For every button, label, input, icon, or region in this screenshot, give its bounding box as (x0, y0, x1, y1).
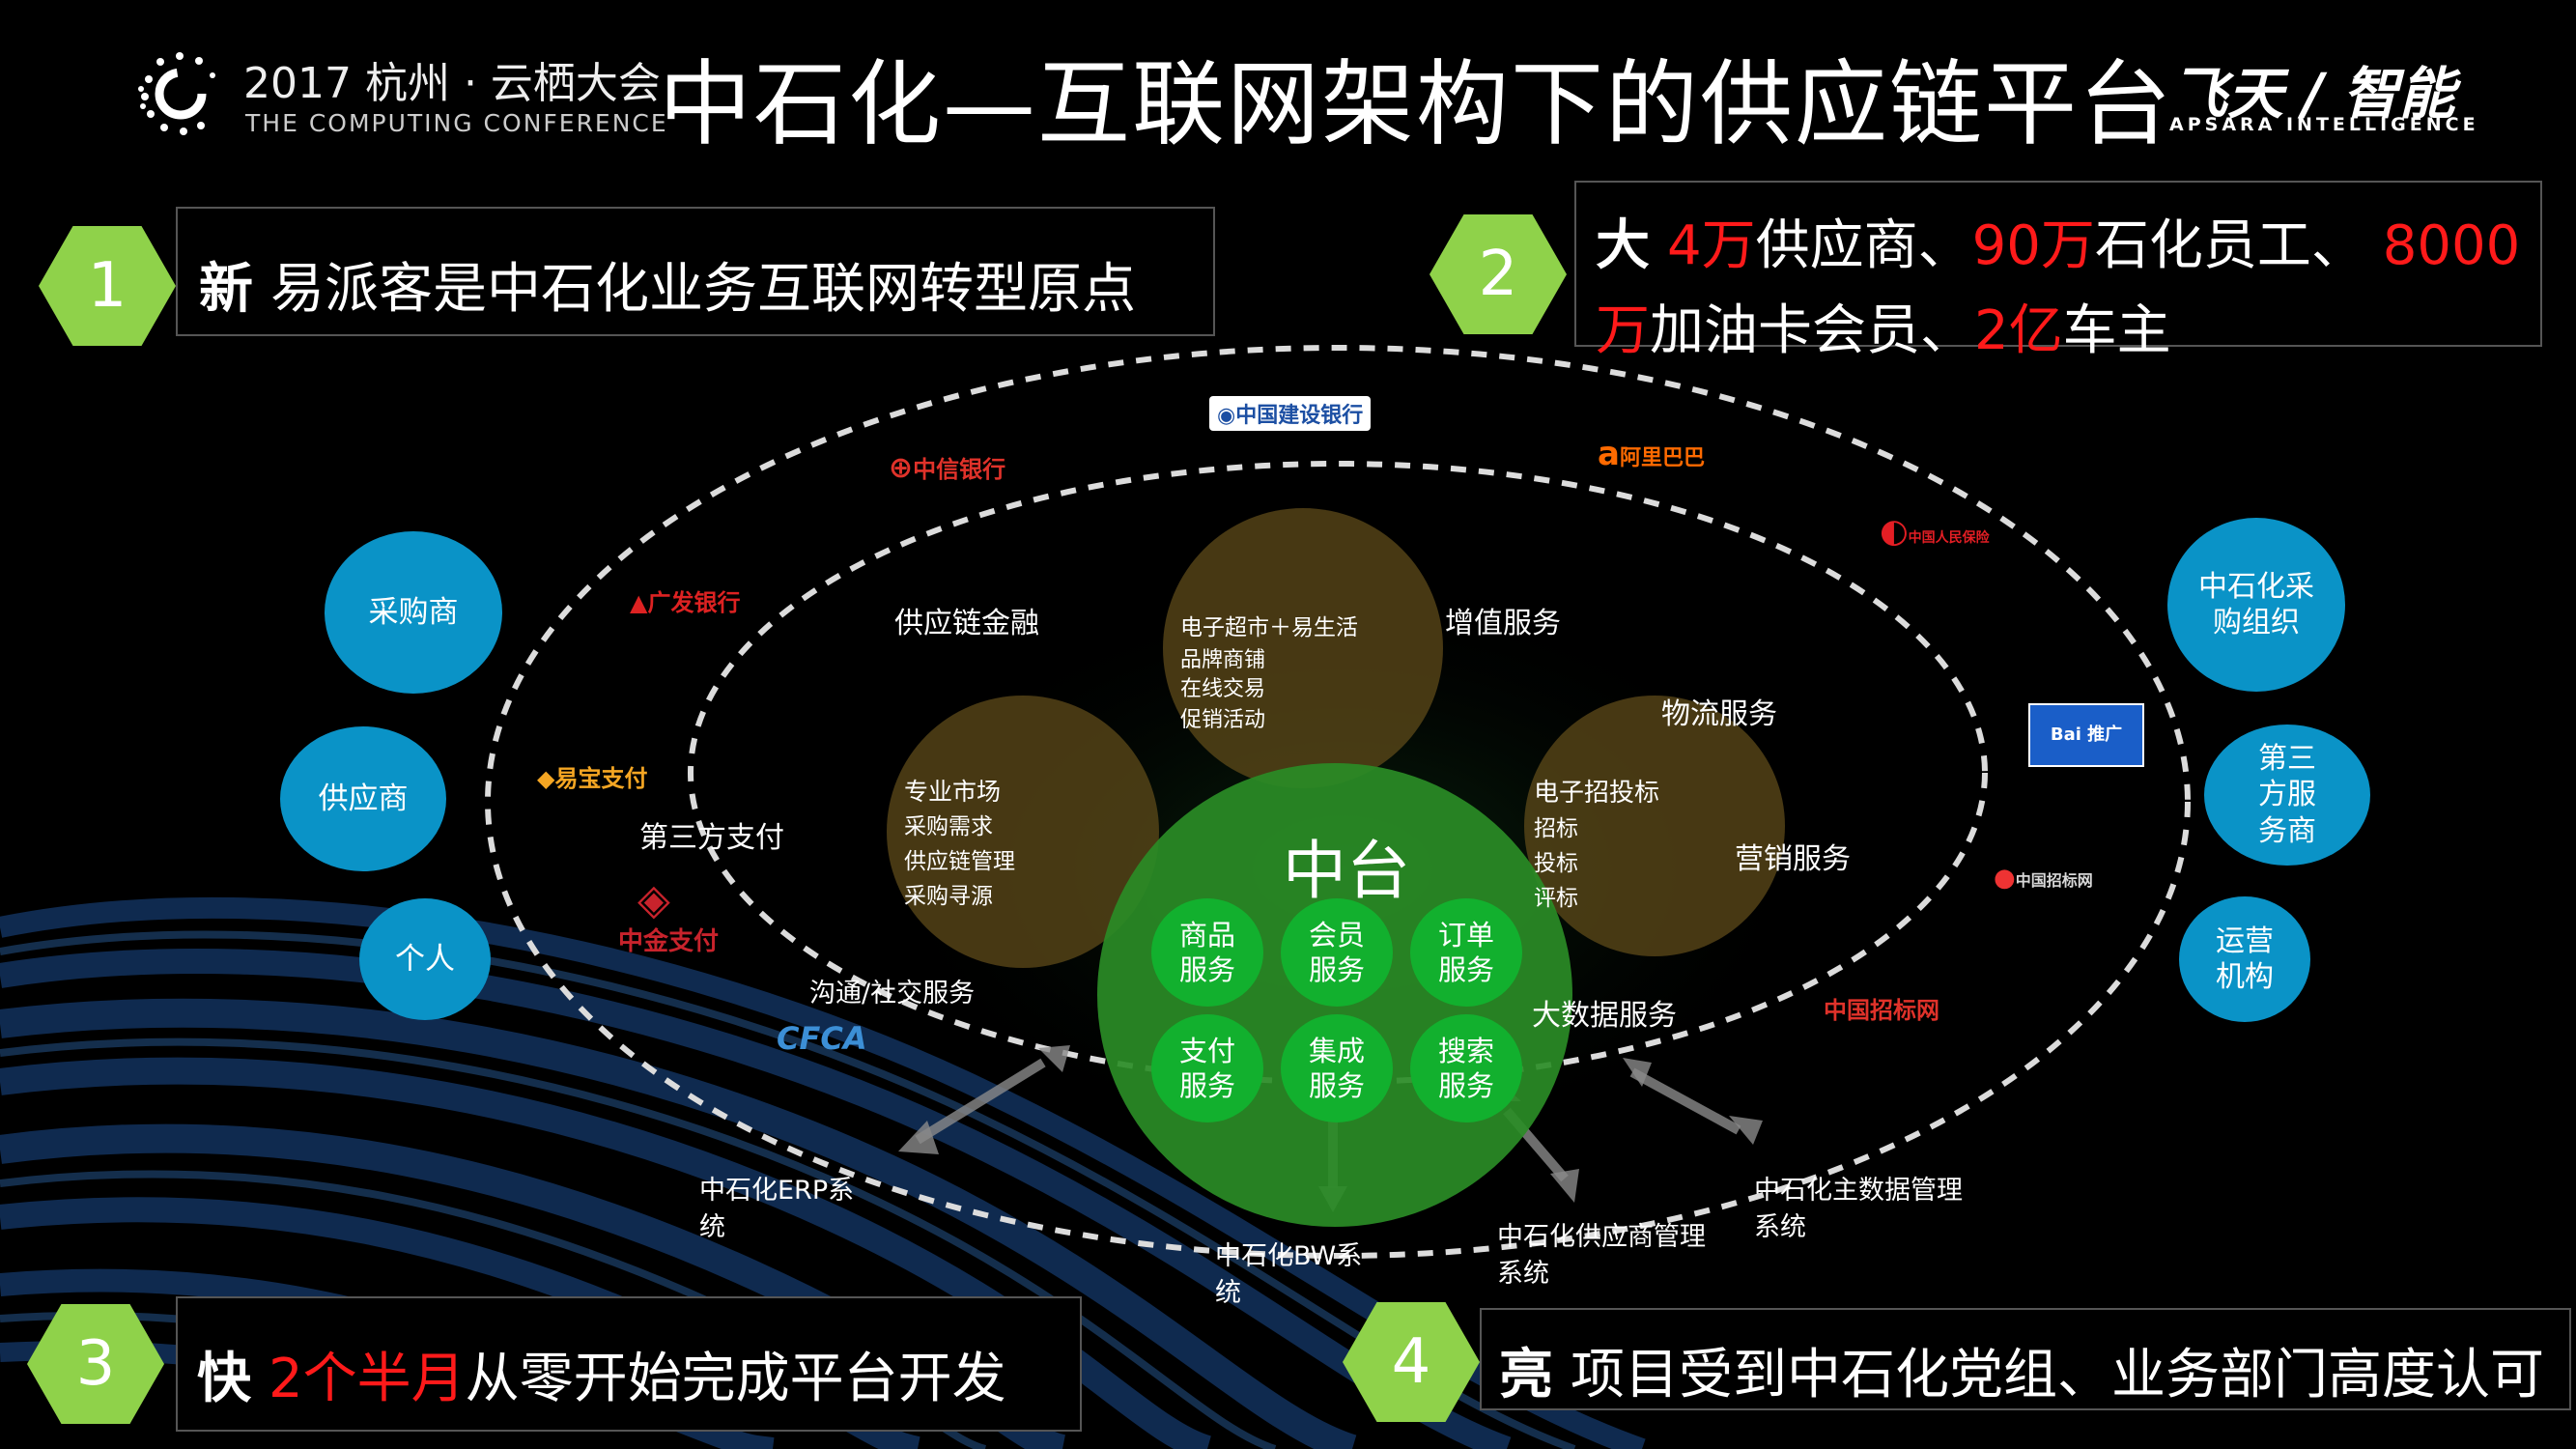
sinopec-bw-system: 中石化BW系统 (1215, 1241, 1363, 1308)
e-bidding-item-1: 招标 (1534, 816, 1578, 841)
sinopec-erp-system: 中石化ERP系统 (699, 1176, 855, 1242)
point-1-box: 新易派客是中石化业务互联网转型原点 (176, 207, 1215, 336)
participant-individual: 个人 (359, 898, 491, 1020)
point-2-members-count: 8000 (2382, 214, 2521, 277)
page-title: 中石化—互联网架构下的供应链平台 (659, 50, 2173, 158)
sinopec-master-data-system: 中石化主数据管理系统 (1754, 1176, 1963, 1242)
member-service: 会员服务 (1281, 898, 1393, 1007)
communication-service-label: 沟通/社交服务 (809, 979, 976, 1009)
point-1-key: 新 (199, 258, 253, 321)
payment-service: 支付服务 (1151, 1014, 1263, 1122)
point-4-text: 项目受到中石化党组、业务部门高度认可 (1571, 1344, 2544, 1406)
ecommerce-item-1: 品牌商铺 (1180, 648, 1266, 672)
participant-operator: 运营机构 (2179, 896, 2310, 1022)
point-1-text: 易派客是中石化业务互联网转型原点 (270, 258, 1136, 321)
specialty-market-item-1: 采购需求 (904, 814, 993, 839)
point-3-box: 快 2个半月从零开始完成平台开发 (176, 1296, 1082, 1432)
yeepay-logo: ◆易宝支付 (537, 765, 648, 792)
point-2-employees-label: 石化员工、 (2094, 214, 2383, 277)
brand-logo-subtitle: APSARA INTELLIGENCE (2169, 114, 2479, 135)
citic-bank-logo: ⊕中信银行 (889, 451, 1006, 485)
point-2-employees-count: 90万 (1971, 214, 2095, 277)
search-service: 搜索服务 (1410, 1014, 1522, 1122)
point-2-members-unit: 万 (1596, 298, 1650, 362)
specialty-market-title: 专业市场 (904, 778, 1002, 806)
point-2-box: 大 4万供应商、90万石化员工、 8000 万加油卡会员、2亿车主 (1574, 181, 2542, 362)
specialty-market-item-3: 采购寻源 (904, 884, 993, 909)
point-4-box: 亮项目受到中石化党组、业务部门高度认可 (1480, 1308, 2571, 1410)
point-2-key: 大 (1596, 214, 1650, 277)
point-2-drivers-count: 2亿 (1974, 298, 2063, 362)
logistics-service-label: 物流服务 (1661, 697, 1777, 731)
third-party-payment-label: 第三方支付 (639, 821, 784, 855)
brand-logo-text: 飞天 / 智能 (2171, 61, 2455, 127)
integration-service: 集成服务 (1281, 1014, 1393, 1122)
point-2-drivers-label: 车主 (2062, 298, 2171, 362)
ecommerce-title: 电子超市＋易生活 (1180, 615, 1358, 640)
e-bidding-title: 电子招投标 (1534, 779, 1660, 808)
picc-logo: ◐中国人民保险 (1880, 512, 1990, 551)
cfca-logo: CFCA (777, 1020, 867, 1057)
ccb-logo: ◉中国建设银行 (1209, 396, 1372, 431)
value-added-service-label: 增值服务 (1445, 607, 1561, 640)
cgb-logo: ▲广发银行 (630, 589, 741, 616)
baidu-promotion-logo: Bai 推广 (2028, 703, 2144, 767)
ecommerce-circle (1163, 508, 1443, 788)
big-data-service-label: 大数据服务 (1532, 999, 1677, 1033)
marketing-service-label: 营销服务 (1735, 842, 1851, 876)
point-3-highlight: 2个半月 (269, 1348, 466, 1410)
goods-service: 商品服务 (1151, 898, 1263, 1007)
supply-chain-finance-label: 供应链金融 (894, 607, 1039, 640)
point-2-suppliers-label: 供应商、 (1755, 214, 1972, 277)
e-bidding-item-3: 评标 (1534, 886, 1578, 911)
conference-subtitle: THE COMPUTING CONFERENCE (245, 109, 668, 137)
point-3-text: 从零开始完成平台开发 (465, 1348, 1006, 1410)
participant-supplier: 供应商 (280, 726, 446, 871)
order-service: 订单服务 (1410, 898, 1522, 1007)
participant-sinopec-procurement: 中石化采购组织 (2167, 518, 2345, 692)
bidding-network-logo-1: ●中国招标网 (1994, 864, 2093, 893)
conference-logo-icon (138, 52, 215, 135)
conference-title: 2017 杭州 · 云栖大会 (243, 59, 661, 108)
point-2-suppliers-count: 4万 (1667, 214, 1756, 277)
point-4-key: 亮 (1499, 1344, 1553, 1406)
e-bidding-item-2: 投标 (1534, 851, 1578, 876)
participant-buyer: 采购商 (325, 531, 502, 694)
ecommerce-item-3: 促销活动 (1180, 708, 1266, 732)
china-pay-logo: ◈中金支付 (618, 875, 720, 957)
bidding-network-logo-2: 中国招标网 (1824, 997, 1939, 1024)
middle-platform-title: 中台 (1283, 834, 1410, 908)
point-2-members-label: 加油卡会员、 (1650, 298, 1974, 362)
specialty-market-item-2: 供应链管理 (904, 849, 1015, 874)
ecommerce-item-2: 在线交易 (1180, 677, 1266, 701)
point-3-key: 快 (197, 1348, 251, 1410)
sinopec-supplier-management-system: 中石化供应商管理系统 (1497, 1222, 1706, 1289)
alibaba-logo: a阿里巴巴 (1598, 435, 1705, 473)
participant-third-party-provider: 第三方服务商 (2204, 724, 2370, 866)
e-bidding-circle (1524, 696, 1785, 956)
